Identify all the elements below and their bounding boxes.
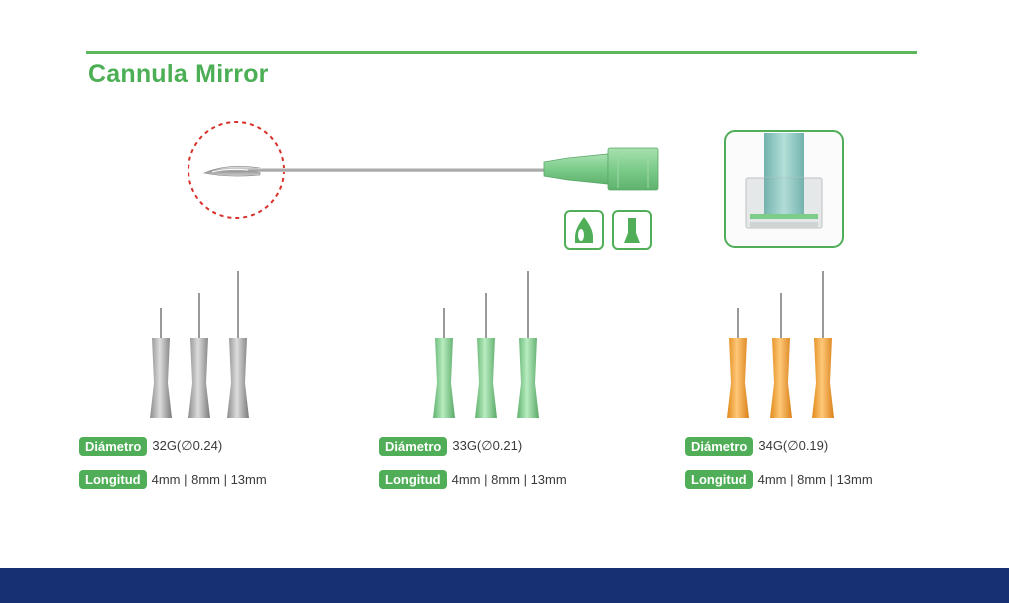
longitud-badge: Longitud: [685, 469, 753, 489]
hub-detail-image: [724, 130, 844, 248]
gray-cannula-8mm: [188, 293, 210, 418]
title-divider: [86, 51, 917, 54]
diametro-value: 33G(∅0.21): [452, 438, 523, 453]
gray-cannula-13mm: [227, 271, 249, 418]
specs-gray: Diámetro 32G(∅0.24) Longitud 4mm | 8mm |…: [79, 436, 267, 502]
gray-cannula-set: [150, 271, 249, 418]
diametro-badge: Diámetro: [79, 436, 148, 456]
longitud-badge: Longitud: [79, 469, 147, 489]
orange-cannula-4mm: [727, 308, 749, 418]
longitud-badge: Longitud: [379, 469, 447, 489]
specs-orange: Diámetro 34G(∅0.19) Longitud 4mm | 8mm |…: [685, 436, 873, 502]
orange-cannula-set: [727, 271, 834, 418]
longitud-row: Longitud 4mm | 8mm | 13mm: [379, 469, 567, 489]
diametro-badge: Diámetro: [685, 436, 754, 456]
longitud-row: Longitud 4mm | 8mm | 13mm: [79, 469, 267, 489]
green-cannula-set: [433, 271, 539, 418]
diametro-badge: Diámetro: [379, 436, 448, 456]
green-cannula-8mm: [475, 293, 497, 418]
longitud-value: 4mm | 8mm | 13mm: [151, 471, 267, 487]
green-cannula-4mm: [433, 308, 455, 418]
cannula-shaft: [258, 168, 548, 172]
diametro-row: Diámetro 32G(∅0.24): [79, 436, 267, 456]
footer-bar: [0, 568, 1009, 603]
blunt-tip-icon: [612, 210, 652, 250]
cannula-hero-image: [188, 121, 659, 250]
cannula-tip: [202, 166, 261, 177]
longitud-row: Longitud 4mm | 8mm | 13mm: [685, 469, 873, 489]
gray-cannula-4mm: [150, 308, 172, 418]
page-title: Cannula Mirror: [88, 60, 269, 88]
longitud-value: 4mm | 8mm | 13mm: [757, 471, 873, 487]
green-cannula-13mm: [517, 271, 539, 418]
orange-cannula-8mm: [770, 293, 792, 418]
orange-cannula-13mm: [812, 271, 834, 418]
bevel-tip-icon: [564, 210, 604, 250]
cannula-hub: [543, 153, 609, 185]
diametro-row: Diámetro 33G(∅0.21): [379, 436, 567, 456]
diametro-row: Diámetro 34G(∅0.19): [685, 436, 873, 456]
diametro-value: 34G(∅0.19): [758, 438, 829, 453]
longitud-value: 4mm | 8mm | 13mm: [451, 471, 567, 487]
diametro-value: 32G(∅0.24): [152, 438, 223, 453]
specs-green: Diámetro 33G(∅0.21) Longitud 4mm | 8mm |…: [379, 436, 567, 502]
